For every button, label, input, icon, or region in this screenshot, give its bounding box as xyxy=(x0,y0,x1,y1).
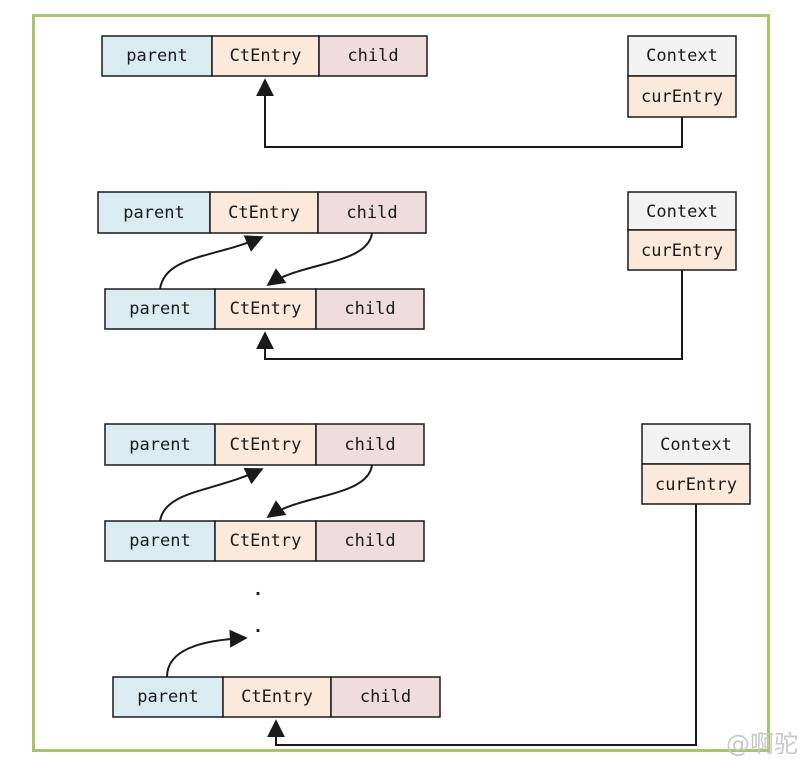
ctentry-label: CtEntry xyxy=(230,46,302,66)
child-cell xyxy=(318,35,428,77)
ctentry-cell xyxy=(214,288,317,330)
diagram-frame xyxy=(32,14,770,752)
context-header xyxy=(627,191,737,231)
ellipsis-dot: . xyxy=(253,580,263,600)
parent-label: parent xyxy=(126,46,187,66)
child-label: child xyxy=(347,46,398,66)
child-link-arrow xyxy=(266,232,373,287)
curentry-pointer-arrow xyxy=(256,270,683,360)
parent-label: parent xyxy=(137,687,198,707)
ctentry-label: CtEntry xyxy=(230,435,302,455)
entry-row: parent CtEntry child xyxy=(104,288,425,330)
entry-row: parent CtEntry child xyxy=(101,35,428,77)
parent-cell xyxy=(112,676,224,718)
entry-row: parent CtEntry child xyxy=(97,191,427,234)
ctentry-cell xyxy=(209,191,319,234)
child-cell xyxy=(315,288,425,330)
ctentry-cell xyxy=(222,676,332,718)
context-label: Context xyxy=(660,435,732,455)
child-cell xyxy=(315,423,425,466)
entry-row: parent CtEntry child xyxy=(104,520,425,562)
context-box: Context curEntry xyxy=(627,35,737,118)
ctentry-label: CtEntry xyxy=(230,531,302,551)
ctentry-cell xyxy=(211,35,320,77)
context-box: Context curEntry xyxy=(641,423,751,505)
watermark: @啊驼 xyxy=(726,730,798,758)
child-cell xyxy=(317,191,427,234)
context-label: Context xyxy=(646,46,718,66)
curentry-cell xyxy=(641,463,751,505)
child-label: child xyxy=(344,531,395,551)
section-1: parent CtEntry child Context curEntry xyxy=(101,35,737,148)
parent-label: parent xyxy=(129,299,190,319)
context-header xyxy=(641,423,751,465)
child-label: child xyxy=(344,299,395,319)
ctentry-cell xyxy=(214,423,317,466)
context-header xyxy=(627,35,737,77)
curentry-label: curEntry xyxy=(655,475,737,495)
parent-label: parent xyxy=(129,531,190,551)
ctentry-label: CtEntry xyxy=(241,687,313,707)
parent-cell xyxy=(97,191,211,234)
parent-link-arrow xyxy=(166,629,248,678)
child-cell xyxy=(315,520,425,562)
child-cell xyxy=(330,676,441,718)
section-3: parent CtEntry child parent CtEntry chil… xyxy=(104,423,751,746)
entry-row: parent CtEntry child xyxy=(112,676,441,718)
parent-link-arrow xyxy=(159,235,264,290)
child-label: child xyxy=(360,687,411,707)
curentry-pointer-arrow xyxy=(267,504,697,746)
ctentry-label: CtEntry xyxy=(230,299,302,319)
ctentry-cell xyxy=(214,520,317,562)
context-label: Context xyxy=(646,202,718,222)
curentry-label: curEntry xyxy=(641,241,723,261)
parent-cell xyxy=(104,520,216,562)
parent-cell xyxy=(104,423,216,466)
child-label: child xyxy=(346,203,397,223)
section-2: parent CtEntry child parent CtEntry chil… xyxy=(97,191,737,360)
parent-label: parent xyxy=(129,435,190,455)
curentry-pointer-arrow xyxy=(256,78,683,148)
entry-row: parent CtEntry child xyxy=(104,423,425,466)
ctentry-label: CtEntry xyxy=(228,203,300,223)
parent-cell xyxy=(104,288,216,330)
curentry-label: curEntry xyxy=(641,87,723,107)
parent-label: parent xyxy=(123,203,184,223)
child-link-arrow xyxy=(266,464,373,519)
ellipsis-dot: . xyxy=(253,617,263,637)
context-box: Context curEntry xyxy=(627,191,737,271)
parent-cell xyxy=(101,35,213,77)
child-label: child xyxy=(344,435,395,455)
parent-link-arrow xyxy=(159,468,264,522)
